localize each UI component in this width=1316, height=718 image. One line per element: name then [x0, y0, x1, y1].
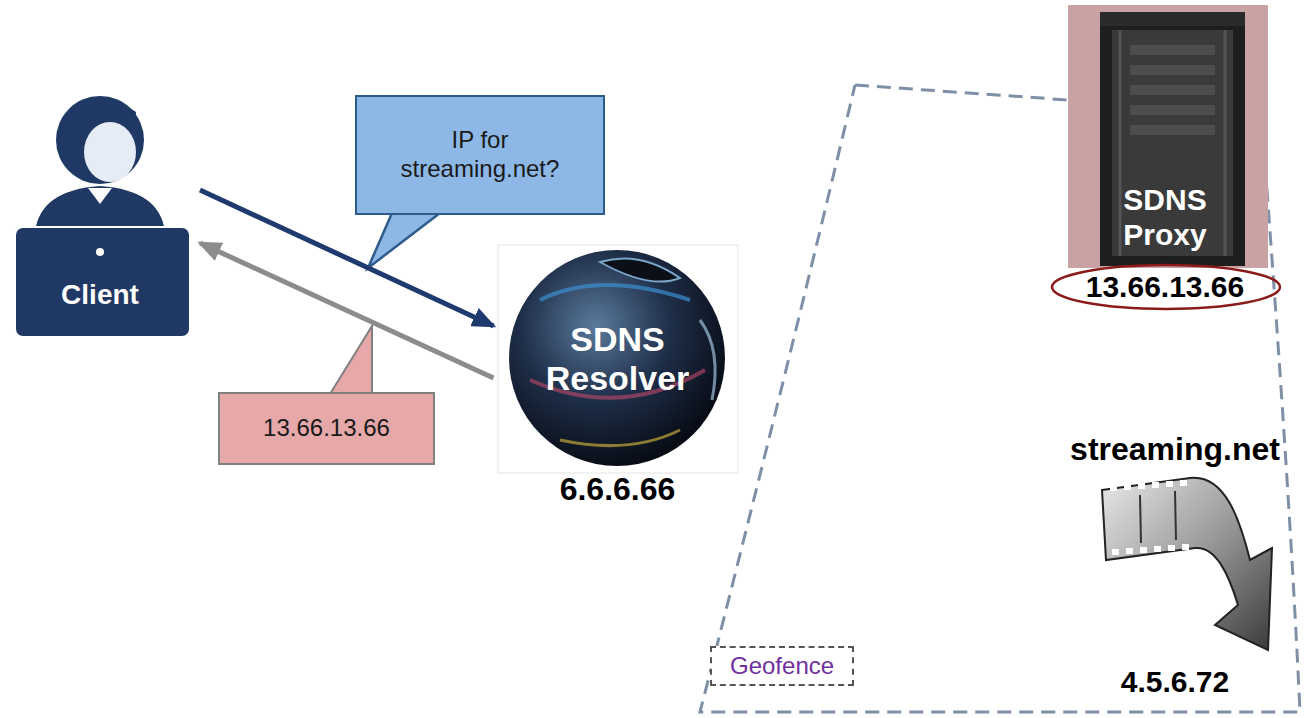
edge-label: 13.66.13.66	[263, 414, 390, 443]
speech-bubble: IP for streaming.net?	[355, 95, 605, 215]
proxy-node: SDNS Proxy 13.66.13.66	[1043, 3, 1287, 318]
resolver-node: SDNS Resolver 6.6.6.66	[494, 240, 742, 530]
ip-address: 13.66.13.66	[1047, 270, 1283, 305]
connector-layer	[200, 190, 494, 378]
node-label: SDNS Proxy	[1100, 183, 1230, 252]
ip-address: 6.6.6.66	[498, 471, 738, 508]
edge-label: IP for streaming.net?	[390, 126, 570, 184]
streaming-node: streaming.net 4.5.6.72	[1057, 425, 1293, 710]
ip-address: 4.5.6.72	[1061, 665, 1289, 700]
bubble-tail	[330, 326, 372, 394]
geofence-region: Geofence SDNS Proxy 13.66.13.66 streaming.n…	[690, 0, 1312, 716]
speech-bubble: 13.66.13.66	[218, 392, 435, 465]
region-label: Geofence	[710, 646, 854, 686]
arrow-connector	[200, 243, 494, 378]
server-rack	[1068, 5, 1268, 268]
resolver-sphere	[498, 245, 738, 473]
film-strip-icon	[1102, 478, 1272, 650]
client-node: Client	[0, 92, 200, 337]
node-label: Client	[5, 279, 195, 311]
node-label: streaming.net	[1061, 431, 1289, 468]
node-label: SDNS Resolver	[530, 320, 705, 398]
bubble-tail	[368, 213, 440, 268]
